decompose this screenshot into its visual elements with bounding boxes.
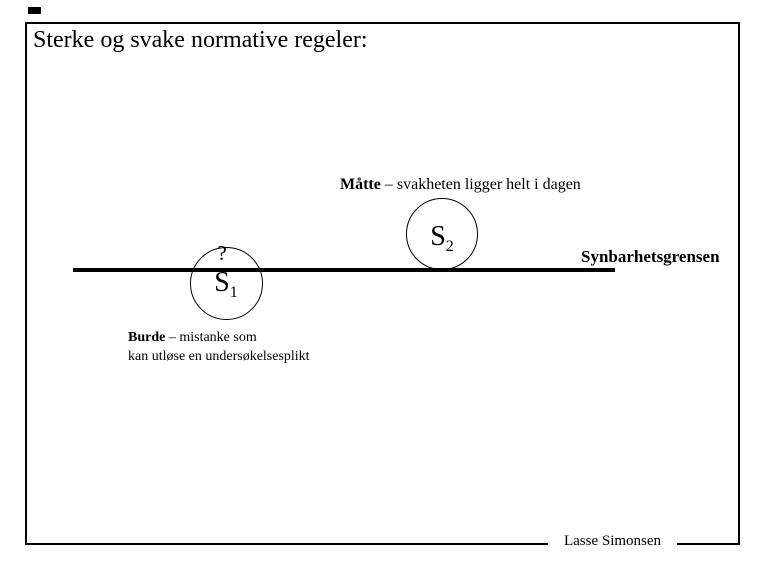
footer-credit: Lasse Simonsen	[548, 532, 677, 551]
s2-circle: S2	[406, 198, 478, 270]
boundary-label: Synbarhetsgrensen	[581, 247, 720, 266]
visibility-threshold-line	[73, 268, 615, 272]
s1-circle	[190, 247, 263, 320]
burde-annotation-text: – mistanke som	[165, 330, 257, 345]
s2-label: S2	[430, 221, 454, 255]
slide-title: Sterke og svake normative regeler:	[33, 27, 368, 53]
maatte-annotation-text: – svakheten ligger helt i dagen	[380, 176, 581, 193]
question-mark: ?	[217, 241, 227, 265]
slide-marker-icon	[28, 7, 41, 14]
s1-label-subscript: 1	[229, 284, 238, 301]
s2-label-letter: S	[430, 221, 446, 252]
burde-annotation: Burde – mistanke som kan utløse en under…	[128, 328, 310, 366]
maatte-annotation: Måtte – svakheten ligger helt i dagen	[340, 175, 581, 194]
burde-annotation-line1: Burde – mistanke som	[128, 328, 310, 347]
s1-label: S1	[202, 267, 250, 301]
burde-annotation-line2: kan utløse en undersøkelsesplikt	[128, 349, 310, 364]
s1-label-letter: S	[214, 267, 230, 298]
slide-frame	[25, 22, 740, 545]
maatte-annotation-keyword: Måtte	[340, 176, 381, 193]
burde-annotation-keyword: Burde	[128, 330, 166, 345]
s2-label-subscript: 2	[445, 238, 454, 255]
